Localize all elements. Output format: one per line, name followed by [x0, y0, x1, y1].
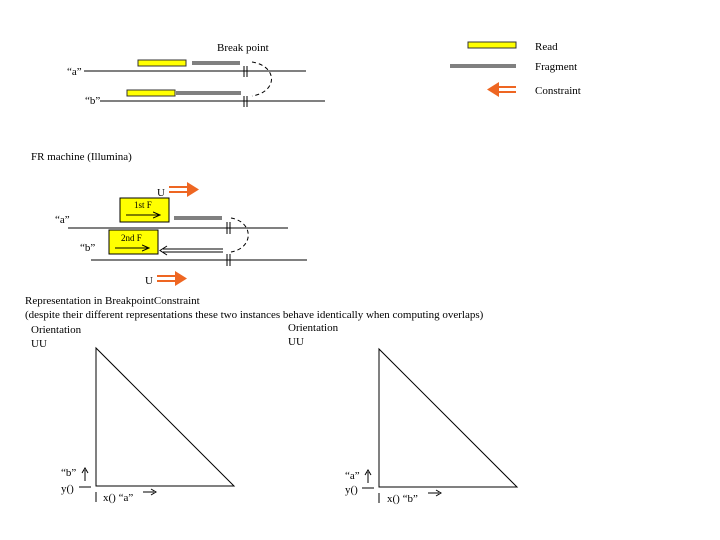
- second-read-label: 2nd F: [121, 233, 142, 243]
- right-orientation-label: Orientation: [288, 322, 339, 334]
- seq-a-label: “a”: [67, 66, 82, 78]
- left-y-axis-label: y(): [61, 483, 74, 495]
- right-y-axis-label: y(): [345, 484, 358, 496]
- left-orientation-value: UU: [31, 338, 47, 350]
- left-x-arrow-icon: [143, 488, 157, 496]
- right-y-seq-label: “a”: [345, 470, 360, 482]
- read-a: [137, 59, 187, 67]
- legend-fragment-label: Fragment: [535, 61, 577, 73]
- u-top-constraint-arrow-icon: [169, 182, 199, 197]
- left-plot: Orientation UU “b” y() x() “a”: [31, 324, 236, 504]
- right-triangle: [378, 347, 519, 488]
- right-x-arrow-icon: [428, 489, 442, 497]
- left-orientation-label: Orientation: [31, 324, 82, 336]
- legend-read-swatch: [467, 41, 517, 49]
- fr-break-marks-b: [226, 254, 231, 266]
- right-orientation-value: UU: [288, 336, 304, 348]
- legend-constraint-arrow-icon: [487, 82, 516, 97]
- right-x-axis-label: x() “b”: [387, 493, 418, 505]
- fragment-a: [192, 61, 240, 65]
- break-marks-a: [243, 66, 248, 77]
- seq-b-label: “b”: [85, 95, 100, 107]
- right-y-arrow-icon: [364, 469, 372, 483]
- fr-fragment-a: [174, 216, 222, 220]
- fr-break-connector-dashed: [230, 217, 249, 253]
- fr-seq-b-label: “b”: [80, 242, 95, 254]
- fr-machine-title: FR machine (Illumina): [31, 151, 132, 163]
- u-top-label: U: [157, 187, 165, 199]
- break-connector-dashed: [251, 61, 272, 97]
- fr-seq-a-label: “a”: [55, 214, 70, 226]
- right-plot: Orientation UU “a” y() x() “b”: [288, 322, 519, 505]
- left-triangle: [95, 346, 236, 487]
- left-x-axis-label: x() “a”: [103, 492, 133, 504]
- representation-subtitle: (despite their different representations…: [25, 309, 484, 321]
- left-y-arrow-icon: [81, 467, 89, 481]
- first-read-label: 1st F: [134, 200, 152, 210]
- top-diagram: Break point “a” “b”: [67, 42, 325, 107]
- fr-fragment-b-reverse-arrow-icon: [159, 245, 223, 256]
- fragment-b: [176, 91, 241, 95]
- legend-fragment-swatch: [450, 64, 516, 68]
- left-y-seq-label: “b”: [61, 467, 76, 479]
- representation-title: Representation in BreakpointConstraint: [25, 295, 200, 307]
- legend-read-label: Read: [535, 41, 558, 53]
- fr-machine-diagram: FR machine (Illumina) U “a” “b” 1st F 2n…: [31, 151, 307, 287]
- break-point-label: Break point: [217, 42, 269, 54]
- u-bottom-constraint-arrow-icon: [157, 271, 187, 286]
- legend: Read Fragment Constraint: [450, 41, 581, 97]
- legend-constraint-label: Constraint: [535, 85, 581, 97]
- u-bottom-label: U: [145, 275, 153, 287]
- fr-break-marks-a: [226, 222, 231, 234]
- read-b: [126, 89, 176, 97]
- break-marks-b: [243, 96, 248, 107]
